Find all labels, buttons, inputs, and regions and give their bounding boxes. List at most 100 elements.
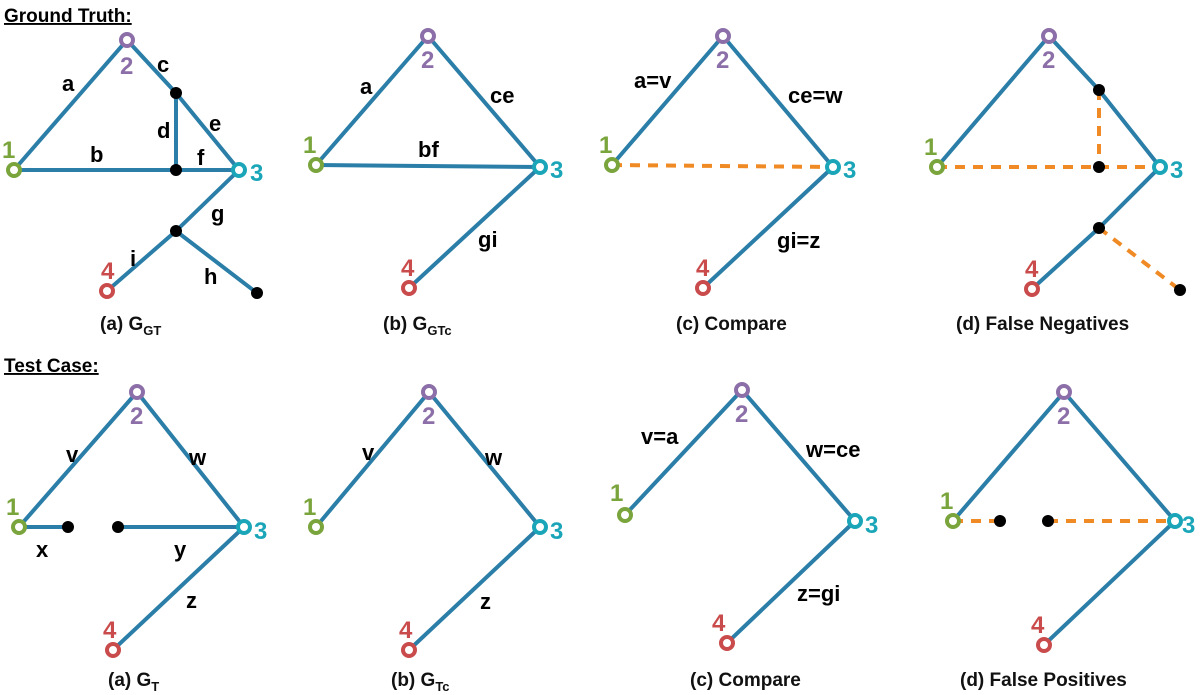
node-3: [825, 159, 841, 175]
edge-w-ce: [740, 388, 857, 523]
node-1-label: 1: [2, 137, 15, 164]
node-3: [847, 513, 863, 529]
node-4: [105, 642, 121, 658]
panel-top-c: 2 1 3 4 a=v ce=w gi=z (c) Compare: [599, 28, 856, 335]
edge-label-bf: bf: [418, 137, 439, 162]
node-2: [715, 28, 731, 44]
panel-top-d: 2 1 3 4 (d) False Negatives: [924, 28, 1186, 335]
edge-label-i: i: [130, 246, 136, 271]
node-2: [129, 384, 145, 400]
junction-node: [170, 225, 182, 237]
node-4-label: 4: [1025, 256, 1039, 283]
node-1-label: 1: [6, 494, 19, 521]
node-3: [532, 159, 548, 175]
edge-label-gi-z: gi=z: [777, 228, 820, 253]
edge-v: [314, 390, 431, 529]
node-3: [236, 519, 252, 535]
node-1: [6, 162, 22, 178]
panel-bottom-d: 2 1 3 4 (d) False Positives: [940, 384, 1195, 691]
edge-v: [951, 390, 1066, 523]
node-1-label: 1: [940, 488, 953, 515]
caption-top-b: (b) GGTc: [383, 314, 452, 338]
node-1: [11, 519, 27, 535]
node-1: [929, 159, 945, 175]
edge-w: [135, 390, 246, 529]
edge-e: [174, 91, 241, 172]
edge-label-w: w: [188, 445, 207, 470]
edge-label-a: a: [62, 71, 75, 96]
node-3-label: 3: [254, 518, 267, 545]
caption-top-a: (a) GGT: [100, 314, 161, 338]
edge-label-e: e: [209, 111, 221, 136]
edge-label-w: w: [484, 445, 503, 470]
edge-label-v-a: v=a: [641, 424, 679, 449]
node-4-label: 4: [103, 617, 117, 644]
junction-node: [1093, 84, 1105, 96]
edge-label-ce-w: ce=w: [788, 83, 843, 108]
edge-missing-h: [1097, 226, 1182, 292]
edge-label-z-gi: z=gi: [797, 581, 840, 606]
edge-h: [174, 229, 259, 295]
node-1: [308, 157, 324, 173]
node-3: [231, 162, 247, 178]
edge-ce-w: [721, 34, 835, 169]
node-2-label: 2: [1042, 47, 1055, 74]
edge-label-g: g: [211, 201, 224, 226]
junction-node: [62, 521, 74, 533]
edge-label-x: x: [36, 537, 49, 562]
junction-node: [1174, 284, 1186, 296]
node-1: [308, 519, 324, 535]
node-1: [604, 157, 620, 173]
node-1-label: 1: [303, 132, 316, 159]
ground-truth-title: Ground Truth:: [4, 6, 132, 27]
junction-node: [1042, 515, 1054, 527]
node-2-label: 2: [716, 47, 729, 74]
edge-label-z: z: [480, 589, 491, 614]
edge-g: [174, 168, 241, 233]
edge-label-f: f: [197, 145, 205, 170]
edge-c: [1047, 34, 1101, 92]
caption-bottom-d: (d) False Positives: [960, 670, 1127, 691]
node-2-label: 2: [130, 403, 143, 430]
edge-gi: [407, 165, 542, 290]
edge-label-v: v: [66, 442, 79, 467]
node-4-label: 4: [401, 255, 415, 282]
junction-node: [1093, 222, 1105, 234]
node-3: [1152, 159, 1168, 175]
edge-label-a-v: a=v: [634, 68, 672, 93]
edge-label-z: z: [186, 588, 197, 613]
caption-bottom-a: (a) GT: [108, 670, 159, 694]
node-1: [617, 507, 633, 523]
node-4-label: 4: [712, 610, 726, 637]
node-1-label: 1: [303, 494, 316, 521]
edge-c: [125, 38, 178, 95]
caption-top-c: (c) Compare: [676, 314, 787, 335]
node-3-label: 3: [865, 512, 878, 539]
node-3-label: 3: [1170, 157, 1183, 184]
node-2: [734, 382, 750, 398]
edge-missing-bf: [611, 163, 834, 169]
node-2: [1041, 28, 1057, 44]
node-3-label: 3: [1182, 512, 1195, 539]
edge-label-y: y: [174, 537, 187, 562]
node-2: [421, 384, 437, 400]
junction-node: [170, 87, 182, 99]
edge-label-v: v: [362, 440, 375, 465]
junction-node: [994, 515, 1006, 527]
caption-bottom-b: (b) GTc: [391, 670, 450, 694]
junction-node: [1093, 161, 1105, 173]
node-3-label: 3: [550, 518, 563, 545]
panel-top-a: 2 1 3 4 a b c d e f g h i (a) GGT: [2, 32, 263, 338]
node-3: [532, 519, 548, 535]
node-1: [945, 513, 961, 529]
edge-g: [1097, 165, 1162, 230]
node-2: [420, 28, 436, 44]
edge-label-d: d: [157, 118, 170, 143]
panel-bottom-b: 2 1 3 4 v w z (b) GTc: [303, 384, 563, 694]
node-4: [719, 635, 735, 651]
node-4: [1024, 281, 1040, 297]
edge-a-v: [610, 34, 725, 167]
edge-gi-z: [701, 165, 835, 290]
node-4: [99, 283, 115, 299]
edge-z-gi: [725, 519, 857, 645]
